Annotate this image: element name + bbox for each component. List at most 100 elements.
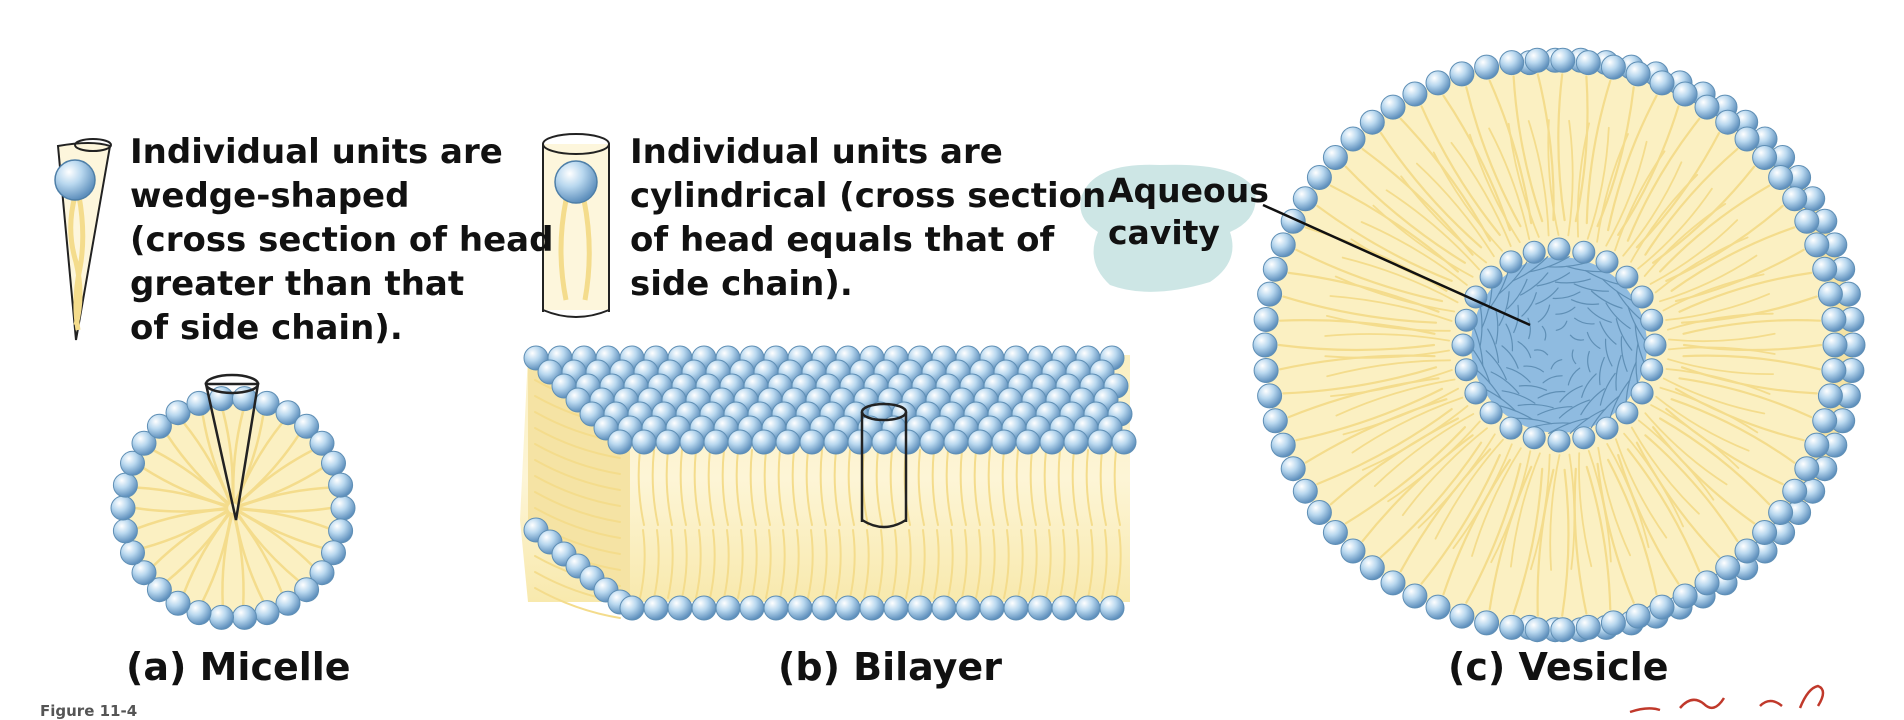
bilayer-tail: [807, 529, 814, 599]
vesicle-outer-head: [1359, 555, 1385, 581]
bilayer-tail: [681, 529, 688, 599]
vesicle-tail: [1329, 417, 1459, 506]
vesicle-tail: [1606, 443, 1650, 549]
vesicle-outer-head: [1306, 500, 1332, 525]
vesicle-tail: [1400, 175, 1488, 264]
micelle-tail: [166, 433, 231, 505]
vesicle-outer-head: [1474, 54, 1500, 80]
vesicle-tail: [1335, 378, 1456, 417]
bilayer-top-head: [847, 429, 873, 455]
vesicle-tail: [1605, 140, 1648, 247]
cavity-texture-line: [1587, 350, 1591, 373]
micelle-wedge-outline: [204, 382, 260, 521]
vesicle-outer-head: [1380, 570, 1406, 596]
micelle-head: [328, 472, 354, 498]
aqueous-cavity-texture: [1469, 256, 1649, 434]
bilayer-side-tail: [534, 587, 621, 619]
cavity-texture-line: [1604, 338, 1613, 367]
cavity-texture-line: [1569, 408, 1606, 434]
cavity-texture-line: [1528, 256, 1570, 273]
bilayer-tail: [735, 449, 743, 526]
bilayer-tail: [679, 449, 687, 526]
micelle-tail: [232, 409, 245, 504]
vesicle-tail: [1637, 187, 1713, 270]
vesicle-outer-head: [1821, 358, 1847, 383]
micelle-head: [321, 540, 346, 566]
vesicle-outer-head: [1752, 520, 1778, 545]
vesicle-tail: [1630, 426, 1700, 515]
cavity-texture-line: [1567, 367, 1581, 386]
vesicle-outer-head: [1734, 538, 1760, 564]
vesicle-outer-head: [1804, 432, 1830, 458]
vesicle-tail: [1373, 413, 1475, 487]
bilayer-tail: [919, 529, 926, 599]
vesicle-inner-head: [1499, 250, 1523, 274]
micelle-tail: [232, 512, 245, 607]
cavity-texture-line: [1574, 317, 1595, 325]
vesicle-tail: [1655, 395, 1750, 452]
bilayer-tail: [987, 449, 995, 526]
bilayer-tail: [931, 449, 939, 526]
cavity-texture-line: [1501, 390, 1536, 404]
bilayer-top-head: [967, 429, 993, 455]
vesicle-tail: [1574, 75, 1589, 223]
vesicle-outer-head: [1550, 617, 1576, 643]
bilayer-top-head: [1087, 429, 1113, 455]
vesicle-inner-head: [1547, 429, 1571, 453]
cavity-texture-line: [1523, 365, 1544, 373]
bilayer-tail: [1085, 449, 1093, 526]
vesicle-tail: [1678, 271, 1813, 313]
vesicle-outer-head: [1649, 594, 1675, 620]
vesicle-tail: [1623, 432, 1684, 528]
vesicle-tail: [1576, 122, 1590, 238]
micelle-head: [321, 450, 346, 476]
bilayer-tail: [933, 529, 940, 599]
vesicle-outer-head: [1257, 281, 1283, 307]
vesicle-tail: [1510, 452, 1541, 568]
vesicle-inner-head: [1643, 333, 1667, 357]
vesicle-tail: [1329, 295, 1453, 322]
vesicle-tail: [1316, 408, 1453, 486]
micelle-tail: [133, 506, 229, 513]
bilayer-tail: [1059, 529, 1066, 599]
bilayer-bottom-head: [907, 595, 933, 621]
micelle-head: [294, 577, 320, 603]
vesicle-tail: [1344, 165, 1466, 264]
vesicle-outer-head: [1402, 81, 1428, 107]
cavity-texture-line: [1625, 361, 1637, 405]
micelle-head: [309, 430, 335, 456]
bilayer-tail: [1015, 449, 1023, 526]
vesicle-tail: [1488, 465, 1533, 611]
bilayer-side-tail: [534, 427, 621, 459]
vesicle-tail: [1644, 148, 1739, 256]
cavity-texture-line: [1548, 417, 1590, 434]
bilayer-tail: [793, 529, 800, 599]
vesicle-tail: [1682, 354, 1821, 371]
vesicle-outer-head: [1600, 610, 1626, 636]
vesicle-tail: [1596, 462, 1635, 604]
bilayer-tail: [751, 529, 758, 599]
vesicle-tail: [1662, 273, 1765, 312]
bilayer-tail: [749, 449, 757, 526]
vesicle-tail: [1330, 369, 1453, 397]
vesicle-tail: [1401, 427, 1488, 517]
bilayer-tail: [1043, 449, 1051, 526]
vesicle-inner-head: [1522, 426, 1546, 450]
vesicle-tail: [1471, 447, 1522, 557]
cavity-texture-line: [1487, 328, 1500, 363]
micelle-head: [254, 390, 280, 416]
vesicle-inner-head: [1630, 285, 1654, 309]
vesicle-tail: [1432, 151, 1503, 252]
cavity-texture-line: [1599, 321, 1617, 345]
bilayer-bottom-heads: [523, 517, 1125, 621]
cavity-texture-line: [1615, 354, 1622, 391]
bilayer-side-tail: [534, 459, 621, 491]
vesicle-tail: [1385, 189, 1480, 271]
vesicle-outer-head: [1270, 232, 1296, 258]
vesicle-tail: [1512, 467, 1544, 615]
bilayer-tail: [891, 529, 898, 599]
cavity-texture-line: [1571, 349, 1577, 365]
bilayer-tail: [693, 449, 701, 526]
vesicle-tail: [1561, 468, 1570, 617]
